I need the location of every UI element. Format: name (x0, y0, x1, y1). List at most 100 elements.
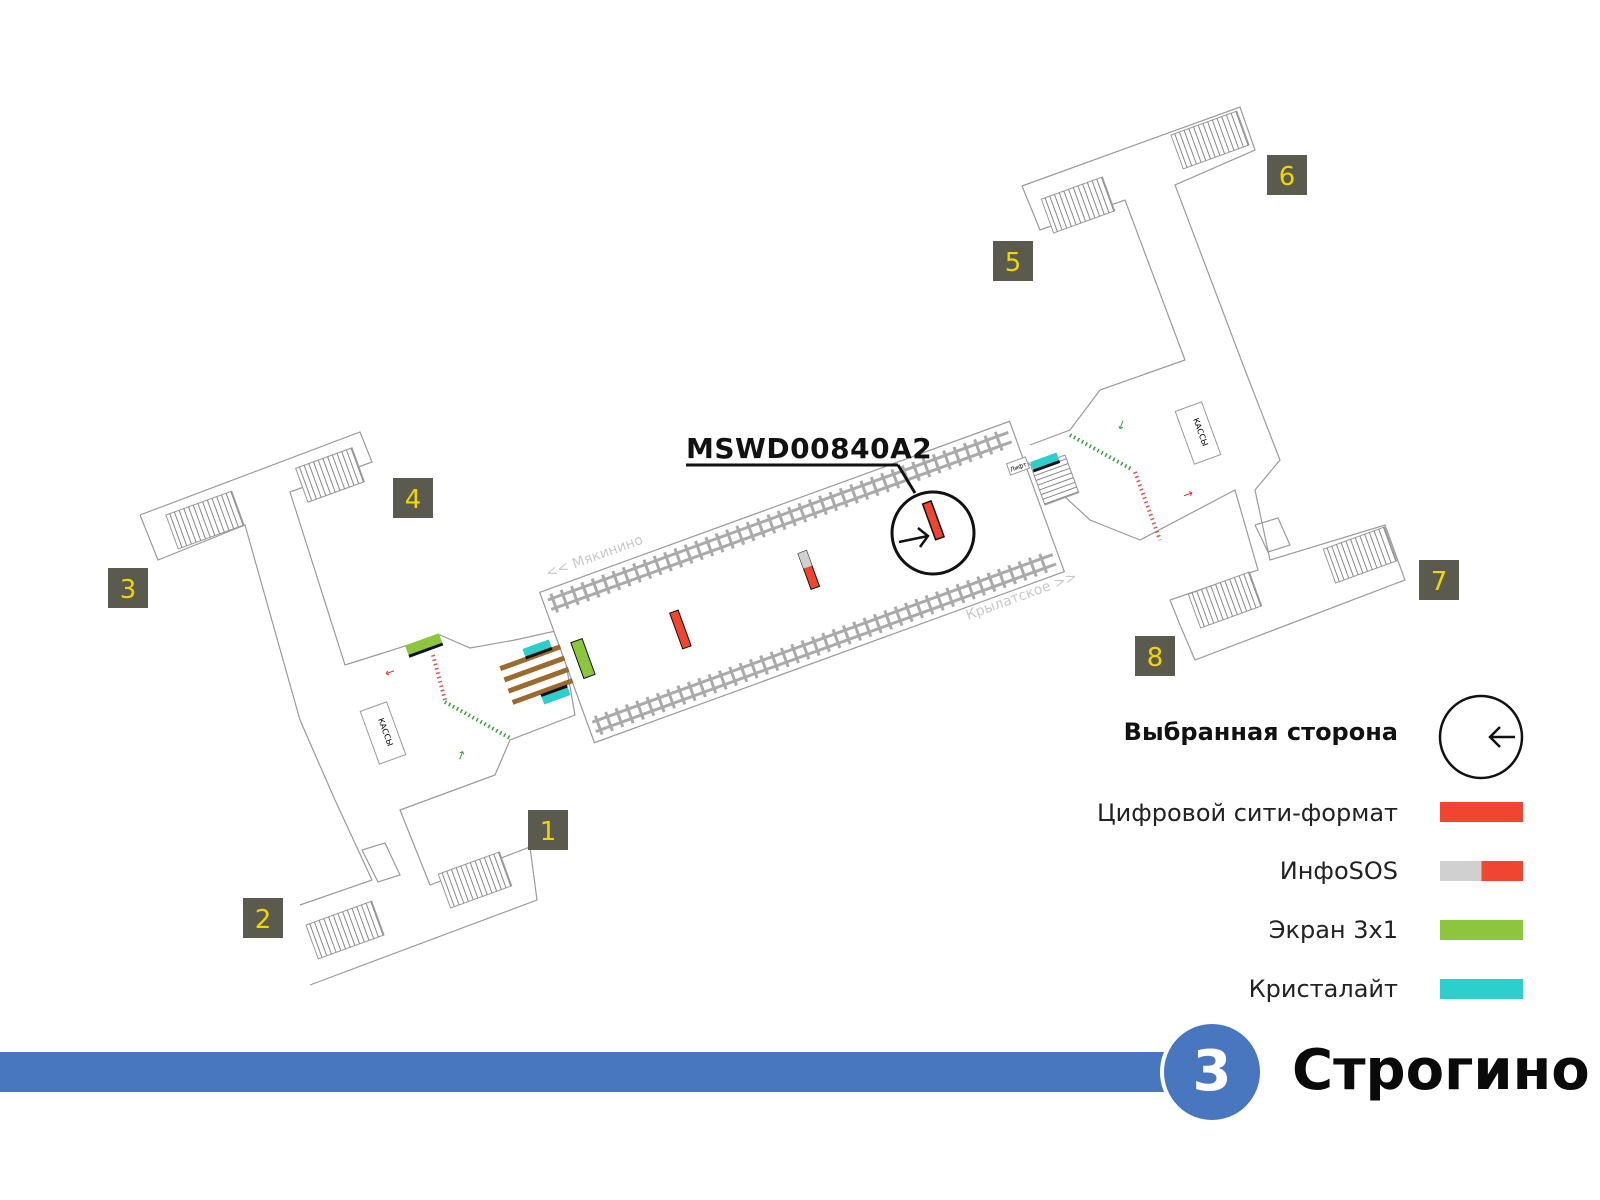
sleeper (593, 715, 604, 736)
lift: Лифт (1005, 456, 1031, 476)
exit-arrow-icon: ← (383, 664, 397, 681)
sleeper (955, 583, 966, 604)
sleeper (663, 551, 673, 572)
sleeper (831, 628, 842, 649)
sleeper (624, 703, 635, 724)
sleeper (559, 589, 570, 610)
sleeper (976, 576, 986, 596)
legend-label: Цифровой сити-формат (1097, 799, 1398, 827)
device-code[interactable]: MSWD00840A2 (686, 432, 933, 465)
sleeper (756, 517, 766, 538)
staircase (1187, 571, 1263, 629)
legend-swatch-infosos (1440, 861, 1523, 881)
sleeper (1017, 561, 1028, 581)
staircase (305, 900, 385, 960)
screen-3x1-marker[interactable] (405, 633, 443, 655)
staircase (165, 490, 245, 550)
sleeper (862, 617, 873, 638)
selected-digital-city-format-marker[interactable] (921, 500, 946, 541)
sleeper (942, 450, 952, 470)
exit-number: 5 (1005, 248, 1022, 278)
turnstile-exit-line (1133, 471, 1162, 541)
line-number-badge: 3 (1160, 1020, 1264, 1124)
exit-number: 2 (255, 905, 272, 935)
sleeper (893, 606, 904, 626)
sleeper (810, 636, 821, 657)
sleeper (800, 640, 811, 660)
sleeper (807, 499, 818, 519)
exit-badge-4: 4 (393, 478, 433, 518)
legend-swatch-screen (1440, 920, 1523, 940)
sleeper (621, 566, 632, 587)
sleeper (872, 613, 883, 634)
sleeper (714, 532, 725, 553)
sleeper (652, 555, 663, 576)
exit-number: 7 (1431, 567, 1448, 597)
arrow-right-icon (898, 527, 930, 548)
sleeper (717, 670, 728, 690)
sleeper (911, 461, 921, 482)
staircase (437, 851, 513, 909)
legend-swatch-kristalite (1440, 979, 1523, 999)
exit-badge-1: 1 (528, 810, 568, 850)
sleeper (869, 476, 880, 497)
stairs-group (165, 110, 1398, 960)
sleeper (645, 696, 656, 717)
sleeper (590, 578, 601, 598)
sleeper (945, 587, 955, 608)
entry-arrow-icon: → (1113, 418, 1130, 432)
sleeper (604, 711, 614, 732)
sleeper (725, 529, 735, 549)
sleeper (611, 570, 622, 591)
sleeper (776, 510, 787, 531)
ticket-office-left: КАССЫ (359, 701, 407, 765)
sleeper (790, 643, 800, 664)
legend-label: Экран 3x1 (1268, 916, 1398, 944)
platform (538, 420, 1066, 744)
staircase (1040, 176, 1116, 234)
sleeper (735, 525, 746, 546)
legend-swatch-digital-city (1440, 802, 1523, 822)
sleeper (852, 621, 862, 642)
exit-badge-3: 3 (108, 568, 148, 608)
screen-3x1-marker[interactable] (570, 637, 596, 680)
sleeper (818, 495, 828, 516)
exit-badge-8: 8 (1135, 636, 1175, 676)
sleeper (952, 446, 963, 467)
exit-number: 3 (120, 575, 137, 605)
exit-badge-2: 2 (243, 898, 283, 938)
sleeper (983, 435, 994, 455)
sleeper (849, 483, 859, 504)
staircase (295, 447, 365, 503)
sleeper (748, 658, 759, 679)
sleeper (986, 572, 997, 593)
sleeper (666, 688, 676, 709)
sleeper (655, 692, 666, 713)
kristalite-marker[interactable] (541, 687, 571, 705)
digital-city-format-marker[interactable] (669, 609, 692, 650)
sleeper (766, 514, 777, 534)
sleeper (635, 700, 645, 721)
sleeper (697, 677, 707, 698)
sleeper (997, 568, 1007, 589)
legend-selected-side: Выбранная сторона (1123, 718, 1398, 746)
station-name: Строгино (1292, 1038, 1590, 1103)
sleeper (632, 562, 642, 583)
exit-number: 8 (1147, 643, 1164, 673)
kristalite-marker[interactable] (522, 639, 552, 657)
entry-arrow-icon: → (453, 748, 470, 762)
kristalite-marker[interactable] (1030, 452, 1060, 470)
sleeper (676, 685, 687, 705)
sleeper (580, 581, 591, 602)
sleeper (673, 547, 684, 568)
exit-number: 6 (1279, 162, 1296, 192)
sleeper (859, 480, 870, 501)
sleeper (614, 707, 625, 728)
legend-label: ИнфоSOS (1279, 857, 1398, 885)
sleeper (924, 594, 935, 615)
sleeper (880, 472, 890, 493)
sleeper (728, 666, 738, 687)
sleeper (973, 438, 983, 459)
sleeper (745, 521, 756, 542)
